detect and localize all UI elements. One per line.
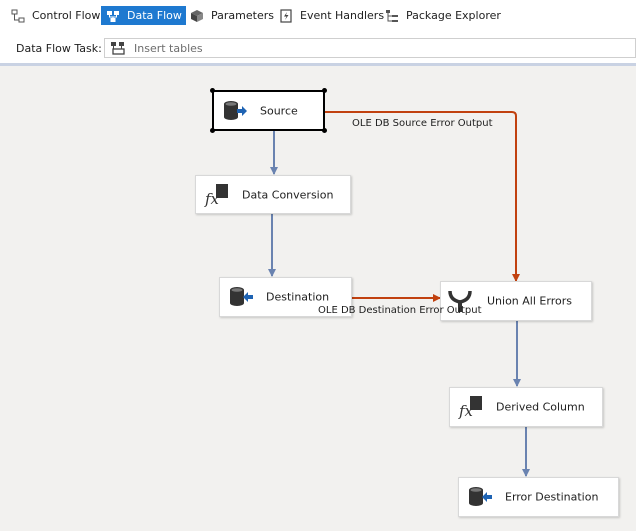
component-label: Data Conversion <box>242 188 334 201</box>
tab-event-handlers[interactable]: Event Handlers <box>274 6 388 25</box>
tab-control-flow[interactable]: Control Flow <box>6 6 104 25</box>
resize-handle[interactable] <box>210 88 215 93</box>
svg-text:fx: fx <box>458 402 474 419</box>
svg-text:fx: fx <box>204 190 220 207</box>
designer-tab-strip: Control Flow Data Flow Parameters Event … <box>0 0 636 30</box>
ole-db-destination-icon <box>230 287 253 306</box>
component-label: Error Destination <box>505 490 599 504</box>
event-handlers-icon <box>280 8 292 23</box>
fx-transform-icon: fx <box>204 183 228 207</box>
component-destination[interactable]: Destination <box>219 277 352 317</box>
tab-data-flow[interactable]: Data Flow <box>101 6 186 25</box>
data-flow-task-icon <box>111 42 125 55</box>
ole-db-destination-icon <box>469 487 492 506</box>
ole-db-source-icon <box>224 100 247 120</box>
tab-label: Package Explorer <box>406 9 501 22</box>
fx-transform-icon: fx <box>458 396 482 419</box>
union-all-icon <box>448 290 472 312</box>
component-label: Derived Column <box>496 400 585 414</box>
component-derived-column[interactable]: fx Derived Column <box>449 387 603 427</box>
tab-label: Data Flow <box>127 9 182 22</box>
component-union-all-errors[interactable]: Union All Errors <box>440 281 592 321</box>
resize-handle[interactable] <box>210 128 215 133</box>
tab-label: Parameters <box>211 9 274 22</box>
resize-handle[interactable] <box>322 88 327 93</box>
component-error-destination[interactable]: Error Destination <box>458 477 619 517</box>
tab-package-explorer[interactable]: Package Explorer <box>380 6 505 25</box>
component-data-conversion[interactable]: fx Data Conversion <box>195 175 351 214</box>
component-source[interactable]: Source <box>210 88 327 133</box>
component-label: Union All Errors <box>487 294 572 308</box>
data-flow-task-select[interactable]: Insert tables <box>104 38 636 58</box>
tab-label: Event Handlers <box>300 9 385 22</box>
data-flow-task-value: Insert tables <box>134 41 203 55</box>
path-label-source-error: OLE DB Source Error Output <box>352 118 493 129</box>
data-flow-icon <box>107 10 119 22</box>
path-label-destination-error: OLE DB Destination Error Output <box>318 305 482 316</box>
component-label: Source <box>260 104 298 117</box>
data-flow-task-label: Data Flow Task: <box>16 42 102 55</box>
data-flow-task-bar: Data Flow Task: Insert tables <box>0 34 636 62</box>
header-divider <box>0 63 636 66</box>
resize-handle[interactable] <box>322 128 327 133</box>
tab-label: Control Flow <box>32 9 101 22</box>
package-explorer-icon <box>386 9 398 22</box>
tab-parameters[interactable]: Parameters <box>185 6 278 25</box>
component-label: Destination <box>266 290 330 304</box>
parameters-icon <box>191 9 203 22</box>
control-flow-icon <box>11 9 25 22</box>
